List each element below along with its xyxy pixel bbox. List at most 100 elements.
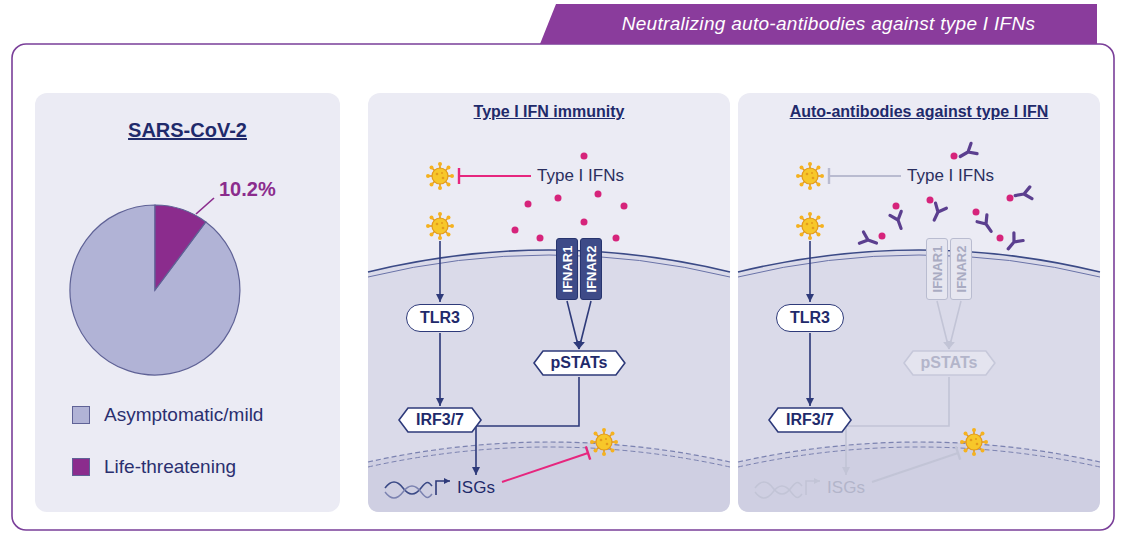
drawing-part xyxy=(893,203,900,210)
pie-slice-mild xyxy=(70,205,240,375)
receptor-chain: IFNAR1 xyxy=(926,238,948,300)
virus-icon xyxy=(590,428,618,456)
panel-ground xyxy=(738,93,1100,512)
membrane xyxy=(738,255,1100,277)
drawing-part xyxy=(929,203,947,223)
panel-heading: SARS-CoV-2 xyxy=(35,119,340,142)
receptor-chain: IFNAR2 xyxy=(580,238,602,300)
signal-arrow xyxy=(579,301,591,349)
signal-arrow xyxy=(809,333,811,406)
virus-icon xyxy=(796,212,824,240)
hexagon-outline xyxy=(534,351,625,375)
signal-arrow xyxy=(846,377,949,475)
node-text: pSTATs xyxy=(921,354,978,371)
inhibition-bar xyxy=(956,446,960,459)
legend-swatch xyxy=(72,458,90,476)
membrane xyxy=(738,250,1100,272)
nucleus xyxy=(738,442,1100,512)
legend-swatch xyxy=(72,406,90,424)
legend-entry: Life-threatening xyxy=(72,456,236,478)
membrane xyxy=(368,255,730,277)
panel: SARS-CoV-2 xyxy=(35,93,340,512)
percent-label: 10.2% xyxy=(219,178,276,201)
node-text: IFNAR1 xyxy=(930,246,945,293)
drawing-part xyxy=(525,201,532,208)
cytoplasm xyxy=(738,250,1100,512)
virus-arrow xyxy=(439,241,441,302)
inhibition-bar xyxy=(458,168,460,184)
drawing-part xyxy=(595,191,602,198)
ifn-dots xyxy=(879,153,1014,242)
legend-text: Asymptomatic/mild xyxy=(104,404,263,426)
drawing-part xyxy=(977,215,996,235)
panel-ground xyxy=(35,93,340,512)
promoter-arrow xyxy=(436,481,450,495)
drawing-part xyxy=(997,235,1004,242)
signal-hexagon: IRF3/7 xyxy=(768,407,852,433)
node-text: IFNAR1 xyxy=(560,246,575,293)
hexagon-outline xyxy=(769,408,851,432)
inhibition-bar xyxy=(586,446,590,459)
pie-slice-severe xyxy=(155,205,206,290)
drawing-part xyxy=(581,153,588,160)
inhibition-line xyxy=(459,175,531,177)
signal-arrow xyxy=(937,301,949,349)
outer-frame xyxy=(12,44,1114,530)
signal-hexagon: pSTATs xyxy=(903,350,996,376)
hexagon-outline xyxy=(399,408,481,432)
panel-heading: Auto-antibodies against type I IFN xyxy=(738,103,1100,121)
cytoplasm xyxy=(368,250,730,512)
node-text: pSTATs xyxy=(551,354,608,371)
signal-hexagon: pSTATs xyxy=(533,350,626,376)
receptor-pill: TLR3 xyxy=(776,304,844,332)
signal-arrow xyxy=(476,377,579,475)
signal-hexagon: IRF3/7 xyxy=(398,407,482,433)
inhibition-bar xyxy=(828,168,830,184)
receptor-pill: TLR3 xyxy=(406,304,474,332)
ifn-dots xyxy=(512,153,628,242)
panel: Auto-antibodies against type I IFN TLR3IR… xyxy=(738,93,1100,512)
virus-icon xyxy=(796,162,824,190)
drawing-part xyxy=(859,232,878,249)
legend-entry: Asymptomatic/mild xyxy=(72,404,263,426)
drawing-part xyxy=(537,235,544,242)
drawing-part xyxy=(1014,187,1032,202)
node-text: IRF3/7 xyxy=(786,411,834,428)
header-tab xyxy=(540,4,1097,44)
drawing-part xyxy=(1004,233,1023,253)
nuclear-envelope xyxy=(368,442,730,462)
nuclear-envelope xyxy=(738,447,1100,467)
node-text: TLR3 xyxy=(420,309,460,326)
leader-line xyxy=(196,198,214,214)
receptor-chain: IFNAR2 xyxy=(950,238,972,300)
virus-icon xyxy=(426,212,454,240)
node-text: TLR3 xyxy=(790,309,830,326)
node-text: IRF3/7 xyxy=(416,411,464,428)
promoter-arrow xyxy=(806,481,820,495)
receptor-chain: IFNAR1 xyxy=(556,238,578,300)
legend-text: Life-threatening xyxy=(104,456,236,478)
node-text: ISGs xyxy=(827,478,865,497)
nucleus xyxy=(368,442,730,512)
node-text: IFNAR2 xyxy=(584,246,599,293)
gene-label: ISGs xyxy=(454,476,498,500)
dna-strand xyxy=(755,482,802,494)
panel-ground xyxy=(368,93,730,512)
virus-icon xyxy=(960,428,988,456)
drawing-part xyxy=(890,211,907,230)
drawing-part xyxy=(1007,195,1014,202)
dna-strand xyxy=(755,486,802,498)
inhibition-line xyxy=(502,453,588,482)
nuclear-envelope xyxy=(368,447,730,467)
node-text: IFNAR2 xyxy=(954,246,969,293)
inhibition-line xyxy=(829,175,901,177)
drawing-part xyxy=(613,235,620,242)
virus-icon xyxy=(426,162,454,190)
panel: Type I IFN immunityTLR3IRF3/7IFNAR1IFNAR… xyxy=(368,93,730,512)
drawing-part xyxy=(951,153,958,160)
ifn-label: Type I IFNs xyxy=(907,166,994,186)
header-title: Neutralizing auto-antibodies against typ… xyxy=(560,4,1097,44)
drawing-part xyxy=(957,143,977,161)
drawing-part xyxy=(581,219,588,226)
